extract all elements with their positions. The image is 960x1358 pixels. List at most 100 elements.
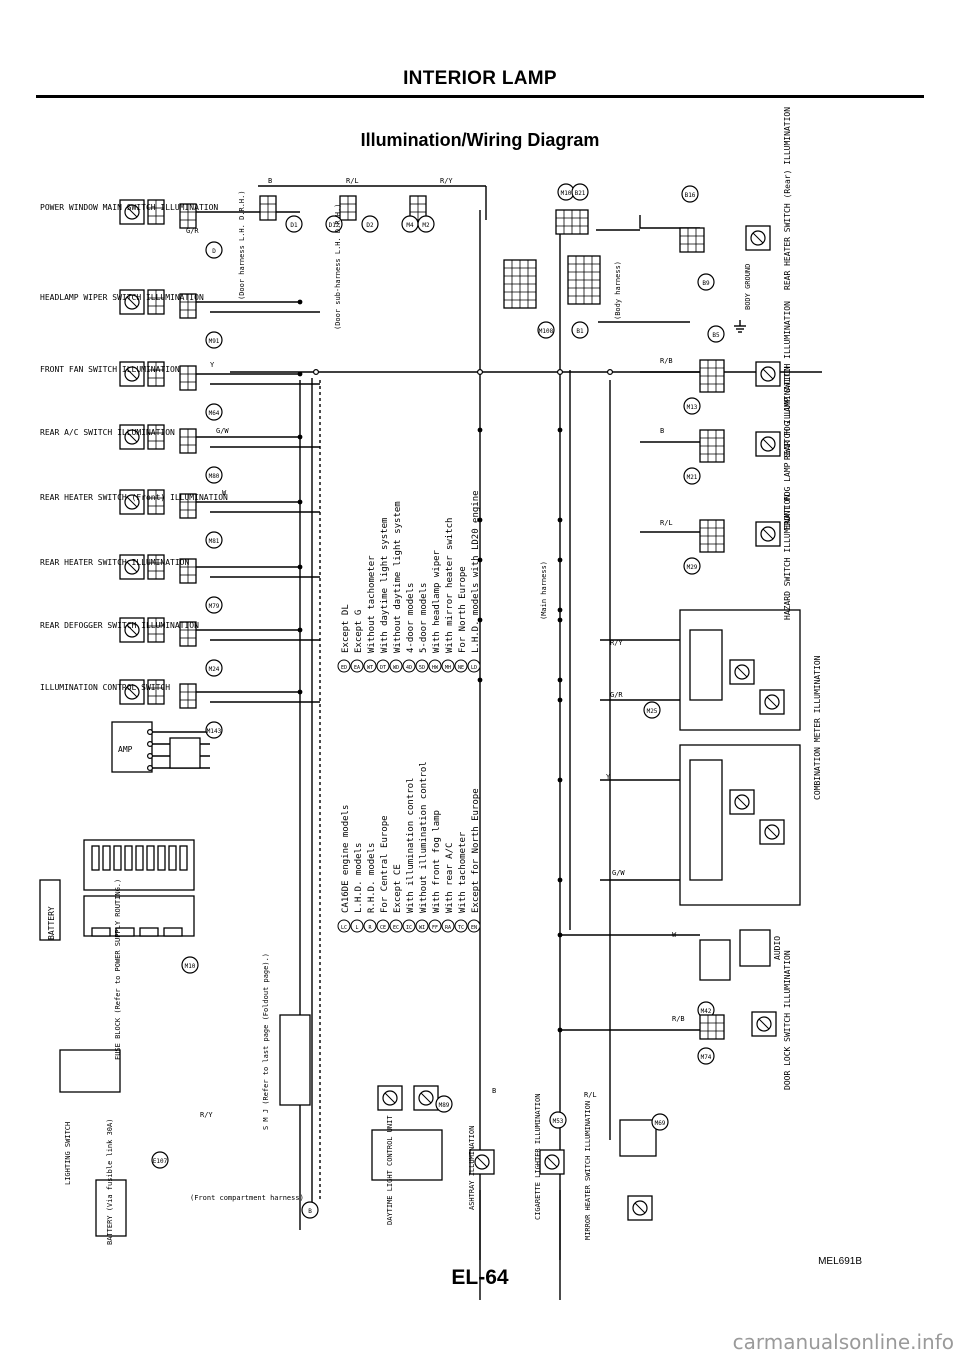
wire-color-label: B [492,1087,496,1095]
junction-dot [557,877,563,883]
legend-text: For Central Europe [380,815,390,913]
fuse [102,845,111,871]
connector-code [643,701,661,719]
title-rule [36,95,924,98]
wire-color-label: R/B [660,357,673,365]
component-label: HEADLAMP WIPER SWITCH ILLUMINATION [40,293,204,302]
bulb-filament [766,826,778,838]
legend-code: EN [471,925,477,931]
connector-code [205,466,223,484]
connector-code [205,531,223,549]
legend-text: L.H.D. models with LD20 engine [471,490,481,653]
bulb-filament [126,686,138,698]
lighting-switch-table [59,1049,121,1093]
connector-code [151,1151,169,1169]
wire-color-label: G/W [612,869,625,877]
splice-point [147,752,154,759]
connector-code-label: D [212,248,216,255]
legend-text: Except CE [393,864,403,913]
battery-box [95,1179,127,1237]
legend-code-mark [428,919,442,933]
legend-code: RA [445,925,451,931]
wire-color-label: W [672,931,677,939]
connector-code [325,215,343,233]
splice-point [147,728,154,735]
legend-code-mark [376,659,390,673]
legend-code-mark [402,919,416,933]
meter-bulb [729,789,755,815]
wire-color-label: G/R [610,691,623,699]
connector-code-label: M25 [647,708,658,715]
legend-code-mark [467,919,481,933]
bulb-filament [126,624,138,636]
component-label: REAR A/C SWITCH ILLUMINATION [40,428,175,437]
ashtray-label: ASHTRAY ILLUMINATION [468,1126,476,1210]
harness-label: (Body harness) [614,261,622,320]
component-label: FRONT FAN SWITCH ILLUMINATION [40,365,180,374]
legend-code-mark [428,659,442,673]
figure-code: MEL691B [818,1256,862,1267]
legend-text: 4-door models [406,583,416,653]
connector-code-label: M4 [406,222,414,229]
connector-code-label: M10 [561,190,572,197]
fuse [115,927,135,937]
legend-code: EA [354,665,360,671]
connector-code [697,1047,715,1065]
legend-text: With daytime light system [380,518,390,653]
ground-label: BODY GROUND [744,264,752,310]
connector-code [205,403,223,421]
component-label: FRONT FOG LAMP SWITCH ILLUMINATION [783,366,792,530]
harness-label: (Front compartment harness) [190,1194,304,1202]
fuse [91,927,111,937]
junction-dot [557,677,563,683]
junction-dot [477,557,483,563]
meter-bulb [729,659,755,685]
legend-code: WT [367,665,373,671]
legend-code-mark [454,659,468,673]
bulb-filament [126,206,138,218]
body-connector [679,227,705,253]
legend-text: With illumination control [406,778,416,913]
meter-connector [689,629,723,701]
legend-code: 5D [419,665,425,671]
legend-text: Except for North Europe [471,788,481,913]
connector-code-label: M24 [209,666,220,673]
connector-code [417,215,435,233]
page-number: EL-64 [451,1266,509,1289]
legend-code: CE [380,925,386,931]
bulb-filament [476,1156,488,1168]
connector-code-label: B16 [685,192,696,199]
connector-code-label: B5 [712,332,720,339]
connector-code-label: M79 [209,603,220,610]
connector-code-label: M89 [439,1102,450,1109]
connector-code-label: M81 [209,538,220,545]
page-title: INTERIOR LAMP [403,68,557,89]
connector-code-label: M53 [553,1118,564,1125]
bulb-filament [384,1092,396,1104]
component-label: ILLUMINATION CONTROL SWITCH [40,683,170,692]
splice-point [147,740,154,747]
legend-code-mark [363,919,377,933]
junction-dot [557,557,563,563]
connector-code-label: M64 [209,410,220,417]
wire-color-label: B [660,427,664,435]
junction-dot [297,434,303,440]
legend-code: WI [419,925,425,931]
fuse [124,845,133,871]
legend-code-mark [337,659,351,673]
lighter-label: CIGARETTE LIGHTER ILLUMINATION [534,1094,542,1220]
junction-dot [477,617,483,623]
wire-color-label: Y [210,361,215,369]
component-label: POWER WINDOW MAIN SWITCH ILLUMINATION [40,203,218,212]
fuse [113,845,122,871]
connector-code-label: M108 [539,328,554,335]
connector-code-label: B9 [702,280,710,287]
legend-code-mark [376,919,390,933]
junction-dot [557,697,563,703]
ashtray-bulb [469,1149,495,1175]
connector-code-label: M2 [422,222,430,229]
junction-dot [557,517,563,523]
legend-text: With headlamp wiper [432,549,442,653]
legend-code: FF [432,925,438,931]
